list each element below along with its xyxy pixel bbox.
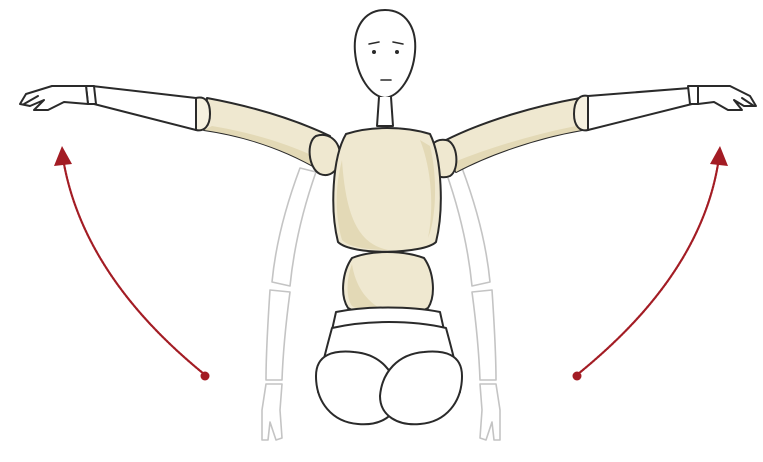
neck <box>377 97 393 126</box>
right-eye <box>395 50 399 54</box>
ghost-left-arm <box>262 168 316 440</box>
right-hand <box>698 86 756 110</box>
right-motion-arrow <box>573 146 729 381</box>
right-arm <box>428 86 756 177</box>
torso <box>332 128 444 330</box>
head <box>355 10 415 98</box>
right-forearm <box>588 88 692 130</box>
arrow-up-left-icon <box>54 146 72 166</box>
right-wrist <box>688 86 698 104</box>
left-forearm <box>92 86 196 130</box>
left-hand <box>20 86 88 110</box>
left-eye <box>372 50 376 54</box>
left-motion-arrow <box>54 146 210 381</box>
pelvis <box>316 322 462 424</box>
arrow-up-right-icon <box>710 146 728 166</box>
